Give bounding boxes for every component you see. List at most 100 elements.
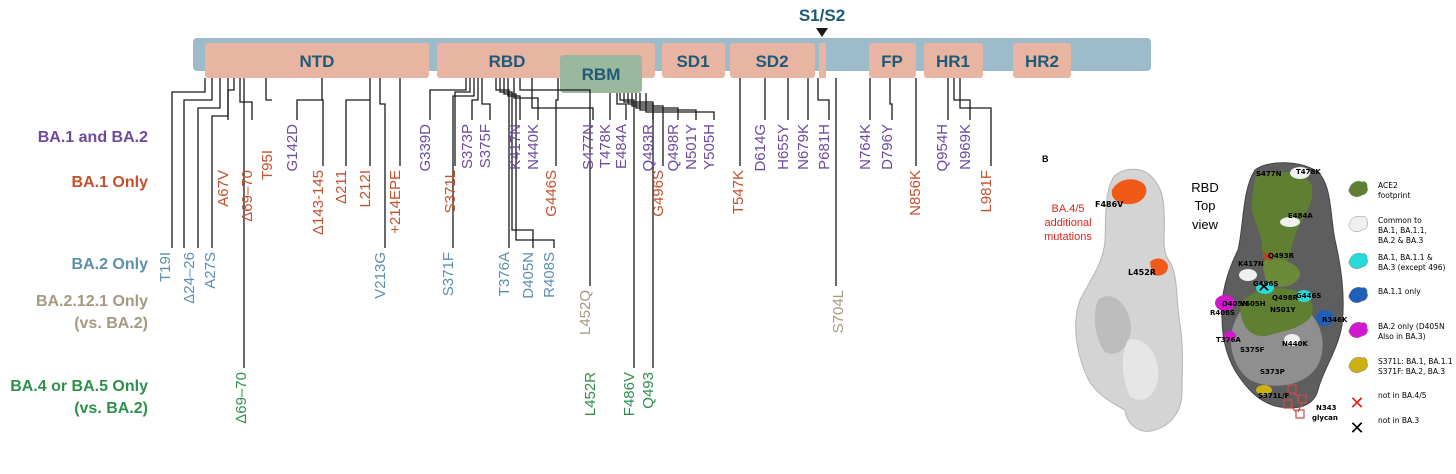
s1-s2-label: S1/S2 bbox=[799, 6, 845, 25]
rbd-top-view-l1: RBD bbox=[1191, 180, 1218, 195]
mutation-t547k: T547K bbox=[730, 170, 747, 214]
leader-line bbox=[503, 78, 555, 248]
leader-line bbox=[429, 78, 467, 120]
domain-label-rbm: RBM bbox=[582, 65, 621, 84]
mutation-s477n: S477N bbox=[580, 124, 597, 170]
s371-patch bbox=[1256, 385, 1272, 395]
common-patch-3 bbox=[1239, 269, 1257, 281]
row-label-ba2-only: BA.2 Only bbox=[72, 256, 149, 273]
domain-box-hr2 bbox=[1013, 43, 1071, 78]
domain-box-sd2 bbox=[730, 43, 815, 78]
domain-box-small bbox=[819, 43, 826, 78]
legend-text: BA.1, BA.1.1, bbox=[1378, 226, 1427, 235]
leader-line bbox=[296, 78, 323, 120]
domain-label-hr1: HR1 bbox=[936, 52, 970, 71]
leader-line bbox=[499, 78, 534, 248]
leader-line bbox=[265, 78, 272, 101]
mutation-q498r: Q498R bbox=[665, 124, 682, 172]
mutation-24-26: Δ24–26 bbox=[181, 252, 198, 304]
mutation-214epe: +214EPE bbox=[387, 170, 404, 234]
rbd-top-view-l2: Top bbox=[1195, 198, 1216, 213]
not-ba3-mark-icon: ✕ bbox=[1257, 279, 1270, 296]
legend-black-x-icon: ✕ bbox=[1349, 418, 1364, 438]
leader-line bbox=[817, 78, 830, 120]
leader-line bbox=[183, 78, 213, 248]
ace2-footprint-mid bbox=[1262, 259, 1300, 287]
legend-swatch-icon bbox=[1348, 252, 1368, 269]
ba2-patch-2 bbox=[1224, 331, 1236, 341]
mutation-h655y: H655Y bbox=[775, 124, 792, 170]
domain-box-hr1 bbox=[924, 43, 983, 78]
legend-text: BA.3 (except 496) bbox=[1378, 263, 1446, 272]
mutation-t376a: T376A bbox=[496, 252, 513, 296]
mutation-a67v: A67V bbox=[215, 170, 232, 207]
mutation-g496s: G496S bbox=[650, 170, 667, 217]
ba45-note-l3: mutations bbox=[1044, 231, 1092, 243]
glycan-icon bbox=[1283, 384, 1307, 419]
ba2-patch-1 bbox=[1215, 295, 1235, 311]
mutation-211: Δ211 bbox=[333, 170, 350, 204]
mutation-69-70: Δ69–70 bbox=[233, 372, 250, 424]
residue-glycan: glycan bbox=[1312, 414, 1338, 422]
mutation-69-70: Δ69–70 bbox=[239, 170, 256, 222]
leader-line bbox=[635, 93, 679, 120]
ba1-patch-1 bbox=[1256, 282, 1274, 294]
legend-text: BA.2 & BA.3 bbox=[1378, 236, 1423, 245]
legend-swatch-icon bbox=[1348, 321, 1368, 338]
f486v-patch bbox=[1111, 179, 1147, 205]
domain-label-sd2: SD2 bbox=[755, 52, 788, 71]
mutation-v213g: V213G bbox=[372, 252, 389, 299]
mutation-t95i: T95I bbox=[259, 150, 276, 180]
residue-k417n: K417N bbox=[1238, 260, 1264, 268]
mutation-f486v: F486V bbox=[621, 372, 638, 416]
residue-t478k: T478K bbox=[1296, 168, 1321, 176]
legend-text: ACE2 bbox=[1378, 181, 1398, 190]
domain-label-fp: FP bbox=[881, 52, 903, 71]
row-label-ba2121-only: BA.2.12.1 Only bbox=[36, 293, 148, 310]
mutation-k417n: K417N bbox=[507, 124, 524, 170]
mutation-g339d: G339D bbox=[417, 124, 434, 172]
legend-text: BA.1, BA.1.1 & bbox=[1378, 253, 1433, 262]
mutation-s375f: S375F bbox=[477, 124, 494, 168]
domain-label-sd1: SD1 bbox=[676, 52, 709, 71]
not-ba45-mark-icon: ✕ bbox=[1260, 249, 1273, 266]
leader-line bbox=[953, 78, 971, 120]
mutation-d405n: D405N bbox=[520, 252, 537, 299]
leader-line bbox=[495, 78, 510, 248]
residue-e484a: E484A bbox=[1288, 212, 1313, 220]
mutation-l981f: L981F bbox=[978, 170, 995, 213]
ba45-note-l2: additional bbox=[1044, 217, 1091, 229]
leader-line bbox=[227, 78, 235, 120]
leader-line bbox=[623, 93, 654, 368]
domain-label-rbd: RBD bbox=[489, 52, 526, 71]
rbd-side-highlight bbox=[1122, 339, 1159, 400]
residue-g446s: G446S bbox=[1296, 292, 1321, 300]
residue-g496s: G496S bbox=[1253, 280, 1278, 288]
leader-line bbox=[616, 93, 627, 120]
mutation-e484a: E484A bbox=[613, 124, 630, 169]
residue-q493r: Q493R bbox=[1268, 252, 1295, 260]
mutation-n856k: N856K bbox=[907, 170, 924, 216]
mutation-143-145: Δ143-145 bbox=[310, 170, 327, 235]
mutation-n969k: N969K bbox=[957, 124, 974, 170]
mutation-q954h: Q954H bbox=[934, 124, 951, 172]
legend-swatch-icon bbox=[1348, 180, 1368, 197]
leader-line bbox=[519, 78, 591, 286]
residue-s375f: S375F bbox=[1240, 346, 1265, 354]
residue-s477n: S477N bbox=[1256, 170, 1282, 178]
domain-label-ntd: NTD bbox=[300, 52, 335, 71]
leader-line bbox=[531, 78, 594, 120]
ba45-note-l1: BA.4/5 bbox=[1051, 203, 1084, 215]
mutation-s371f: S371F bbox=[440, 252, 457, 296]
mutation-a27s: A27S bbox=[202, 252, 219, 289]
domain-box-sd1 bbox=[662, 43, 725, 78]
mutation-s373p: S373P bbox=[459, 124, 476, 169]
mutation-s704l: S704L bbox=[830, 290, 847, 333]
ba11-patch bbox=[1316, 310, 1334, 326]
residue-n343: N343 bbox=[1316, 404, 1337, 412]
domain-box-fp bbox=[869, 43, 916, 78]
l452r-patch bbox=[1150, 258, 1168, 276]
domain-box-rbm bbox=[560, 55, 642, 93]
